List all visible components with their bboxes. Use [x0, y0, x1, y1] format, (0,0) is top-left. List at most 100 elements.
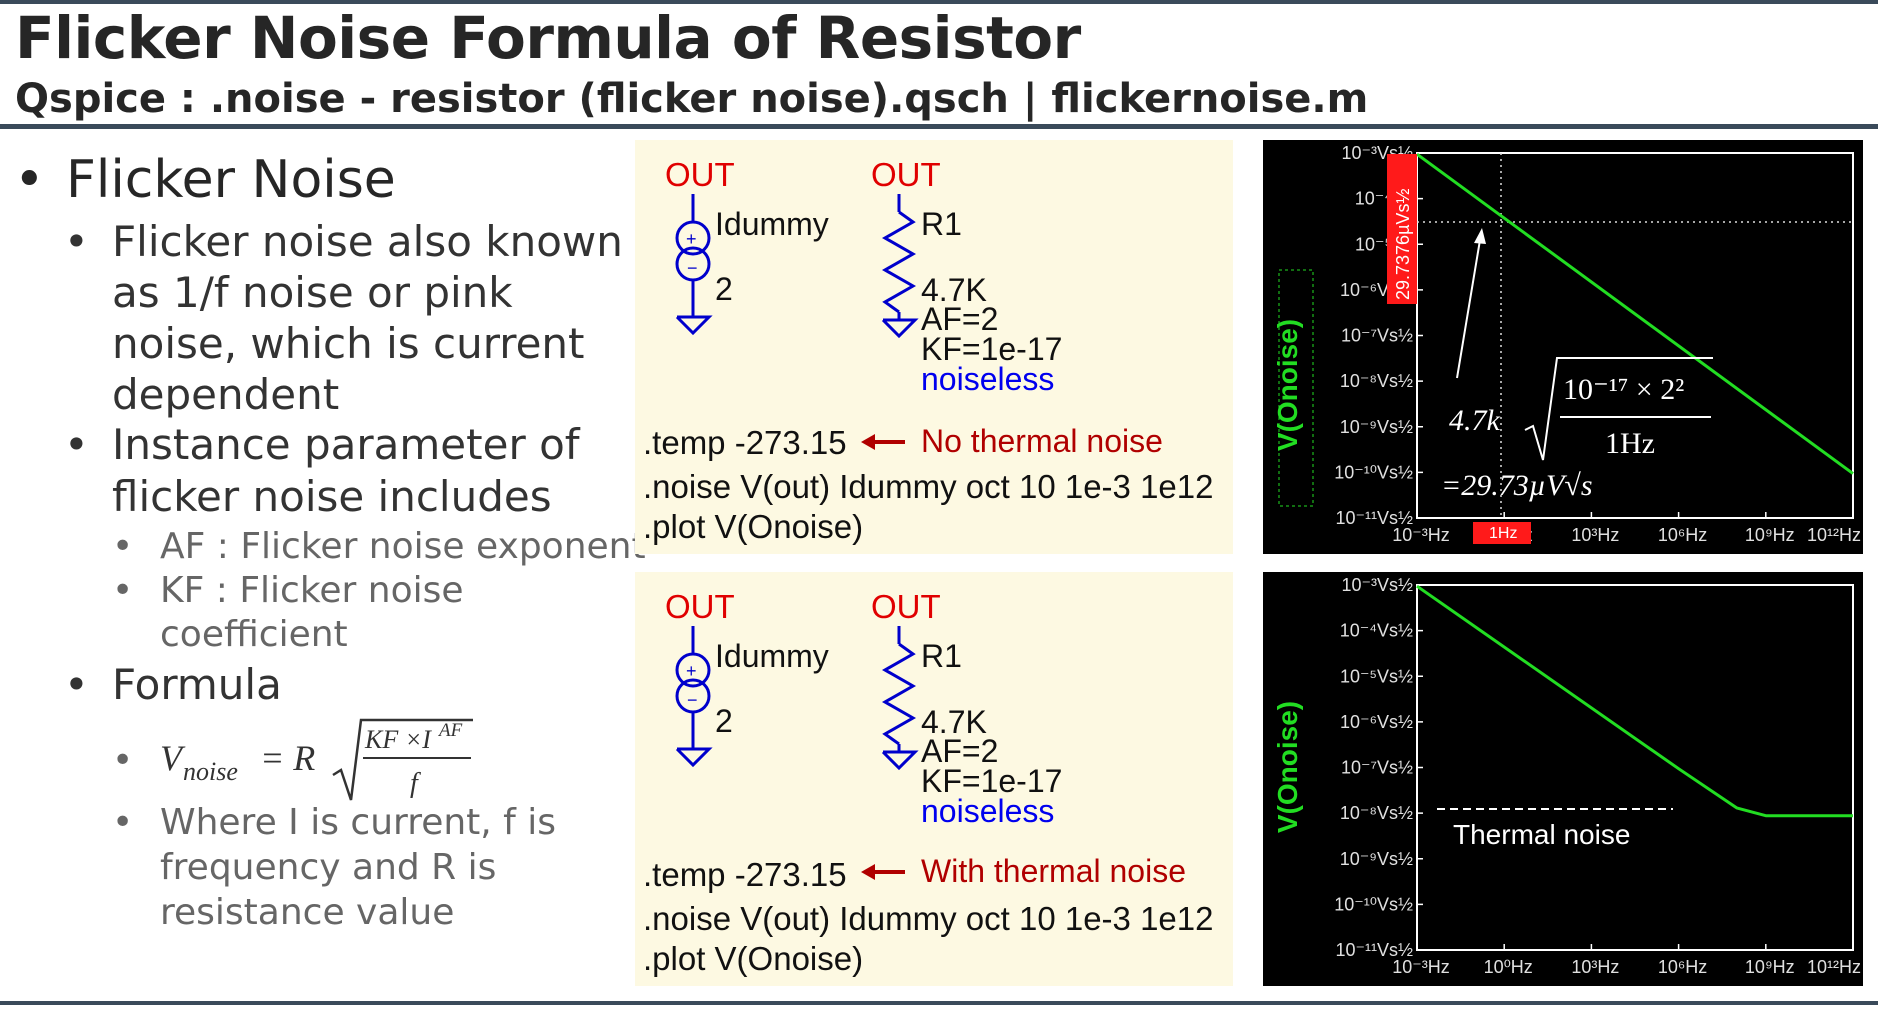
schematic-panel-2: OUT + − Idummy 2 OUT R1 4.7K AF=2 KF=1e-…	[635, 572, 1233, 986]
net-label-out: OUT	[665, 156, 735, 193]
bullet-marker: •	[112, 526, 134, 567]
x-tick-label: 10⁻³Hz	[1392, 525, 1450, 545]
noise-trace-line	[1416, 584, 1853, 818]
resistor-icon	[881, 642, 917, 746]
y-tick-label: 10⁻⁹Vs½	[1340, 849, 1413, 869]
source-value: 2	[715, 703, 733, 739]
arrow-left-icon	[861, 864, 875, 880]
formula-denominator: f	[410, 768, 421, 799]
directive-temp: .temp -273.15	[643, 856, 847, 893]
current-source-icon	[675, 220, 711, 256]
svg-text:−: −	[687, 690, 698, 710]
ground-icon	[881, 750, 919, 771]
resistor-noiseless: noiseless	[921, 361, 1054, 397]
trace-group	[1416, 584, 1853, 818]
page-title: Flicker Noise Formula of Resistor	[15, 4, 1081, 72]
resistor-value: 4.7K	[921, 272, 987, 308]
ground-icon	[675, 315, 713, 336]
thermal-noise-label: Thermal noise	[1453, 819, 1630, 850]
bullet-text: flicker noise includes	[112, 472, 552, 521]
resistor-af: AF=2	[921, 301, 998, 337]
bullet-text: Flicker noise also known	[112, 217, 623, 266]
y-tick-label: 10⁻⁸Vs½	[1340, 371, 1413, 391]
svg-text:+: +	[686, 229, 697, 249]
cursor-y-marker	[1387, 154, 1417, 304]
equation-result: =29.73µV√s	[1441, 469, 1593, 502]
resistor-af: AF=2	[921, 733, 998, 769]
plot-frame	[1416, 152, 1854, 519]
equation-denominator: 1Hz	[1605, 427, 1655, 460]
net-label-out: OUT	[871, 156, 941, 193]
y-tick-label: 10⁻¹¹Vs½	[1335, 940, 1413, 960]
formula-exponent: AF	[437, 720, 463, 741]
x-tick-label: 10³Hz	[1571, 957, 1619, 977]
directive-temp: .temp -273.15	[643, 424, 847, 461]
equation-numerator: 10⁻¹⁷ × 2²	[1563, 373, 1684, 406]
bullet-formula: Formula	[112, 660, 282, 709]
top-bar	[0, 0, 1878, 4]
noise-plot-top: 10⁻³Vs½10⁻⁴Vs10⁻⁵Vs10⁻⁶Vs½10⁻⁷Vs½10⁻⁸Vs½…	[1272, 143, 1861, 545]
y-tick-label: 10⁻¹¹Vs½	[1335, 508, 1413, 528]
cursor-y-label: 29.7376µVs½	[1393, 189, 1413, 300]
current-source-icon	[675, 652, 711, 688]
directive-plot: .plot V(Onoise)	[643, 508, 863, 545]
net-label-out: OUT	[871, 588, 941, 625]
y-tick-label: 10⁻⁵Vs½	[1340, 666, 1413, 686]
bullet-marker: •	[64, 420, 89, 469]
sqrt-symbol	[1524, 357, 1713, 461]
resistor-noiseless: noiseless	[921, 793, 1054, 829]
formula-numerator: KF ×I	[364, 725, 432, 754]
trace-group	[1416, 152, 1854, 475]
bullet-marker: •	[64, 660, 89, 709]
bullet-text: Instance parameter of	[112, 420, 580, 469]
y-tick-label: 10⁻¹⁰Vs½	[1334, 462, 1413, 482]
cursor-x-marker	[1473, 522, 1531, 544]
annotation-no-thermal: No thermal noise	[921, 423, 1163, 459]
x-tick-label: 10⁰Hz	[1484, 957, 1533, 977]
page-subtitle: Qspice : .noise - resistor (flicker nois…	[15, 76, 1369, 122]
resistor-icon	[881, 210, 917, 314]
footer-divider	[0, 1001, 1878, 1005]
schematic-panel-1: OUT + − Idummy 2 OUT R1 4.7K AF=2 KF=1e-…	[635, 140, 1233, 554]
y-tick-label: 10⁻⁸Vs½	[1340, 803, 1413, 823]
y-tick-label: 10⁻⁶Vs½	[1340, 712, 1413, 732]
bullet-marker: •	[112, 570, 134, 611]
plot-frame	[1416, 584, 1854, 951]
y-tick-label: 10⁻⁹Vs½	[1340, 417, 1413, 437]
x-tick-label: 10¹²Hz	[1807, 957, 1861, 977]
arrow-up-icon	[1474, 228, 1486, 244]
y-tick-label: 10⁻⁷Vs½	[1341, 326, 1413, 346]
source-name: Idummy	[715, 206, 829, 242]
bullet-text: noise, which is current	[112, 319, 585, 368]
bullet-text: resistance value	[160, 892, 455, 933]
annotation-with-thermal: With thermal noise	[921, 853, 1186, 889]
x-tick-label: 10³Hz	[1571, 525, 1619, 545]
y-axis-label: V(Onoise)	[1272, 319, 1303, 451]
bullet-flicker-noise: Flicker Noise	[66, 150, 396, 210]
bullet-text: frequency and R is	[160, 847, 497, 888]
arrow-left-icon	[861, 434, 875, 450]
schematic-2: OUT + − Idummy 2 OUT R1 4.7K AF=2 KF=1e-…	[643, 588, 1213, 977]
resistor-kf: KF=1e-17	[921, 763, 1062, 799]
ground-icon	[881, 318, 919, 339]
source-value: 2	[715, 271, 733, 307]
bullet-text: Where I is current, f is	[160, 802, 557, 843]
y-tick-label: 10⁻⁷Vs½	[1341, 758, 1413, 778]
resistor-name: R1	[921, 638, 962, 674]
resistor-value: 4.7K	[921, 704, 987, 740]
annotation-arrow	[1456, 239, 1481, 379]
bullet-marker: •	[64, 217, 89, 266]
bullet-text: dependent	[112, 370, 340, 419]
x-tick-label: 10¹²Hz	[1807, 525, 1861, 545]
y-axis-label: V(Onoise)	[1272, 701, 1303, 833]
x-tick-label: 10⁶Hz	[1658, 525, 1707, 545]
equation-coefficient: 4.7k	[1449, 404, 1501, 437]
bullet-text: coefficient	[160, 614, 348, 655]
x-tick-label: 10⁻³Hz	[1392, 957, 1450, 977]
header-divider	[0, 124, 1878, 129]
bullet-af: AF : Flicker noise exponent	[160, 526, 646, 567]
directive-noise: .noise V(out) Idummy oct 10 1e-3 1e12	[643, 900, 1213, 937]
resistor-name: R1	[921, 206, 962, 242]
